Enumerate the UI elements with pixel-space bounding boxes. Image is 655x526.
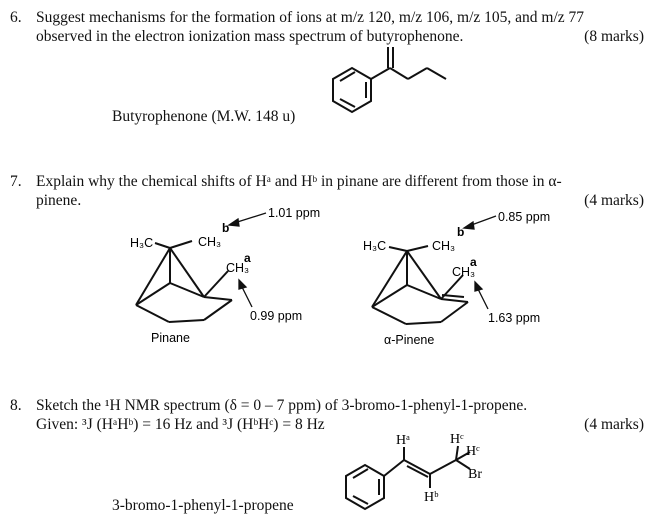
question-number: 7.: [10, 173, 22, 190]
hc-label: Hᶜ: [466, 444, 480, 459]
ch3-label: CH₃: [452, 265, 475, 279]
question-line-2: pinene.: [36, 192, 82, 209]
question-text: Explain why the chemical shifts of Hᵃ an…: [36, 172, 650, 210]
hc-label: Hᶜ: [450, 432, 464, 447]
marks-label: (4 marks): [584, 416, 644, 433]
question-8: 8. Sketch the ¹H NMR spectrum (δ = 0 – 7…: [10, 396, 650, 436]
question-line-2: observed in the electron ionization mass…: [36, 28, 464, 45]
question-line-1: Suggest mechanisms for the formation of …: [36, 9, 585, 26]
question-number: 6.: [10, 9, 22, 26]
br-label: Br: [468, 467, 482, 482]
question-text: Suggest mechanisms for the formation of …: [36, 8, 650, 46]
bromophenylpropene-label: 3-bromo-1-phenyl-1-propene: [112, 497, 294, 514]
question-line-1: Sketch the ¹H NMR spectrum (δ = 0 – 7 pp…: [36, 397, 528, 414]
question-6: 6. Suggest mechanisms for the formation …: [10, 8, 650, 48]
b-shift-label: 1.01 ppm: [268, 206, 320, 220]
ch3-label: CH₃: [432, 239, 455, 253]
b-marker: b: [457, 225, 464, 239]
b-shift-label: 0.85 ppm: [498, 210, 550, 224]
ha-label: Hᵃ: [396, 433, 410, 448]
a-shift-label: 1.63 ppm: [488, 311, 540, 325]
a-shift-label: 0.99 ppm: [250, 309, 302, 323]
question-line-1: Explain why the chemical shifts of Hᵃ an…: [36, 173, 562, 190]
question-line-2: Given: ³J (HᵃHᵇ) = 16 Hz and ³J (HᵇHᶜ) =…: [36, 416, 325, 433]
alpha-pinene-label: α-Pinene: [384, 333, 434, 347]
hb-label: Hᵇ: [424, 490, 439, 505]
b-marker: b: [222, 221, 229, 235]
ch3-label: CH₃: [198, 235, 221, 249]
ch3-label: CH₃: [226, 261, 249, 275]
marks-label: (4 marks): [584, 192, 644, 209]
question-7: 7. Explain why the chemical shifts of Hᵃ…: [10, 172, 650, 212]
a-marker: a: [244, 251, 251, 265]
question-number: 8.: [10, 397, 22, 414]
question-text: Sketch the ¹H NMR spectrum (δ = 0 – 7 pp…: [36, 396, 650, 434]
butyrophenone-label: Butyrophenone (M.W. 148 u): [112, 108, 296, 125]
h3c-label: H₃C: [363, 239, 386, 253]
h3c-label: H₃C: [130, 236, 153, 250]
a-marker: a: [470, 255, 477, 269]
pinane-label: Pinane: [151, 331, 190, 345]
marks-label: (8 marks): [584, 28, 644, 45]
